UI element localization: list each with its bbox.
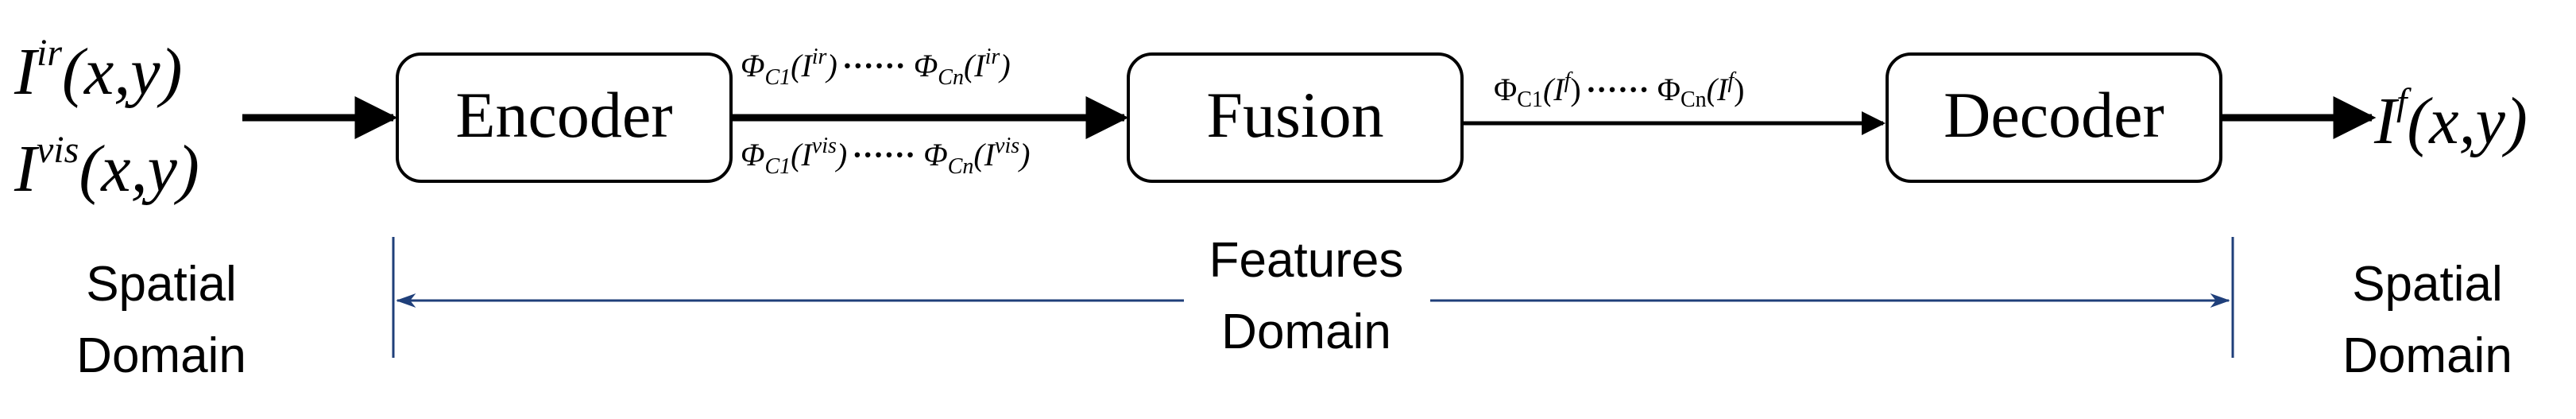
output-base: I [2373,84,2400,158]
ir-dots: ······ [842,48,906,83]
decoder-block: Decoder [1886,52,2222,183]
fused-features-label: ΦC1(If)······ΦCn(If) [1494,68,1744,112]
vis-features-label: ΦC1(Ivis)······ΦCn(Ivis) [741,134,1030,179]
vis-first-phi: Φ [741,137,764,173]
fused-last-sup: f [1727,68,1736,93]
input-ir-args: (x,y) [62,35,183,109]
svg-text:Iir(x,y): Iir(x,y) [14,32,183,109]
fused-first-close: ) [1570,72,1580,107]
input-vis-label: Ivis(x,y) [14,129,199,206]
vis-last-open: (I [973,137,996,173]
ir-first-phi: Φ [741,48,764,83]
ir-features-label: ΦC1(Iir)······ΦCn(Iir) [741,45,1011,90]
ir-last-open: (I [964,48,986,83]
fused-last-phi: Φ [1657,72,1681,107]
vis-first-open: (I [791,137,813,173]
svg-text:ΦC1(Ivis)······ΦCn(Ivis): ΦC1(Ivis)······ΦCn(Ivis) [741,134,1030,179]
fused-first-phi: Φ [1494,72,1517,107]
ir-first-close: ) [825,48,837,83]
vis-dots: ······ [852,137,915,173]
vis-last-sup: vis [995,134,1019,158]
vis-last-close: ) [1018,137,1030,173]
right-domain-line2: Domain [2342,328,2512,383]
features-domain-line2: Domain [1221,305,1391,359]
input-ir-base: I [14,35,40,109]
decoder-label: Decoder [1944,79,2164,151]
output-label: If(x,y) [2373,81,2528,158]
input-ir-label: Iir(x,y) [14,32,183,109]
fused-first-open: (I [1543,72,1565,107]
fusion-block: Fusion [1127,52,1464,183]
left-domain-line1: Spatial [86,257,237,312]
vis-first-sup: vis [812,134,837,158]
fused-last-open: (I [1707,72,1729,107]
ir-first-sub: C1 [764,65,791,90]
input-vis-args: (x,y) [79,132,199,206]
fused-first-sub: C1 [1517,87,1543,112]
ir-last-sub: Cn [938,65,964,90]
features-domain-line1: Features [1209,233,1404,288]
ir-last-phi: Φ [914,48,938,83]
ir-last-close: ) [998,48,1010,83]
svg-text:ΦC1(If)······ΦCn(If): ΦC1(If)······ΦCn(If) [1494,68,1744,112]
svg-text:Ivis(x,y): Ivis(x,y) [14,129,199,206]
ir-first-sup: ir [812,45,827,69]
encoder-block: Encoder [396,52,733,183]
encoder-label: Encoder [455,79,672,151]
left-domain-line2: Domain [76,328,246,383]
fused-first-sup: f [1565,68,1573,93]
features-domain-label: Features Domain [1209,233,1404,359]
input-vis-sup: vis [37,129,79,171]
fused-dots: ······ [1586,72,1650,107]
vis-last-phi: Φ [923,137,947,173]
input-vis-base: I [14,132,40,206]
output-args: (x,y) [2407,84,2528,158]
right-domain-line1: Spatial [2352,257,2503,312]
fusion-box [1127,52,1464,183]
svg-text:ΦC1(Iir)······ΦCn(Iir): ΦC1(Iir)······ΦCn(Iir) [741,45,1011,90]
vis-first-sub: C1 [764,154,791,179]
ir-last-sup: ir [985,45,1000,69]
fused-last-sub: Cn [1681,87,1707,112]
right-domain-label: Spatial Domain [2342,257,2512,383]
fused-last-close: ) [1734,72,1744,107]
vis-last-sub: Cn [948,154,974,179]
input-ir-sup: ir [37,32,62,74]
fusion-label: Fusion [1206,79,1383,151]
ir-first-open: (I [791,48,813,83]
svg-text:If(x,y): If(x,y) [2373,81,2528,158]
vis-first-close: ) [835,137,847,173]
left-domain-label: Spatial Domain [76,257,246,383]
